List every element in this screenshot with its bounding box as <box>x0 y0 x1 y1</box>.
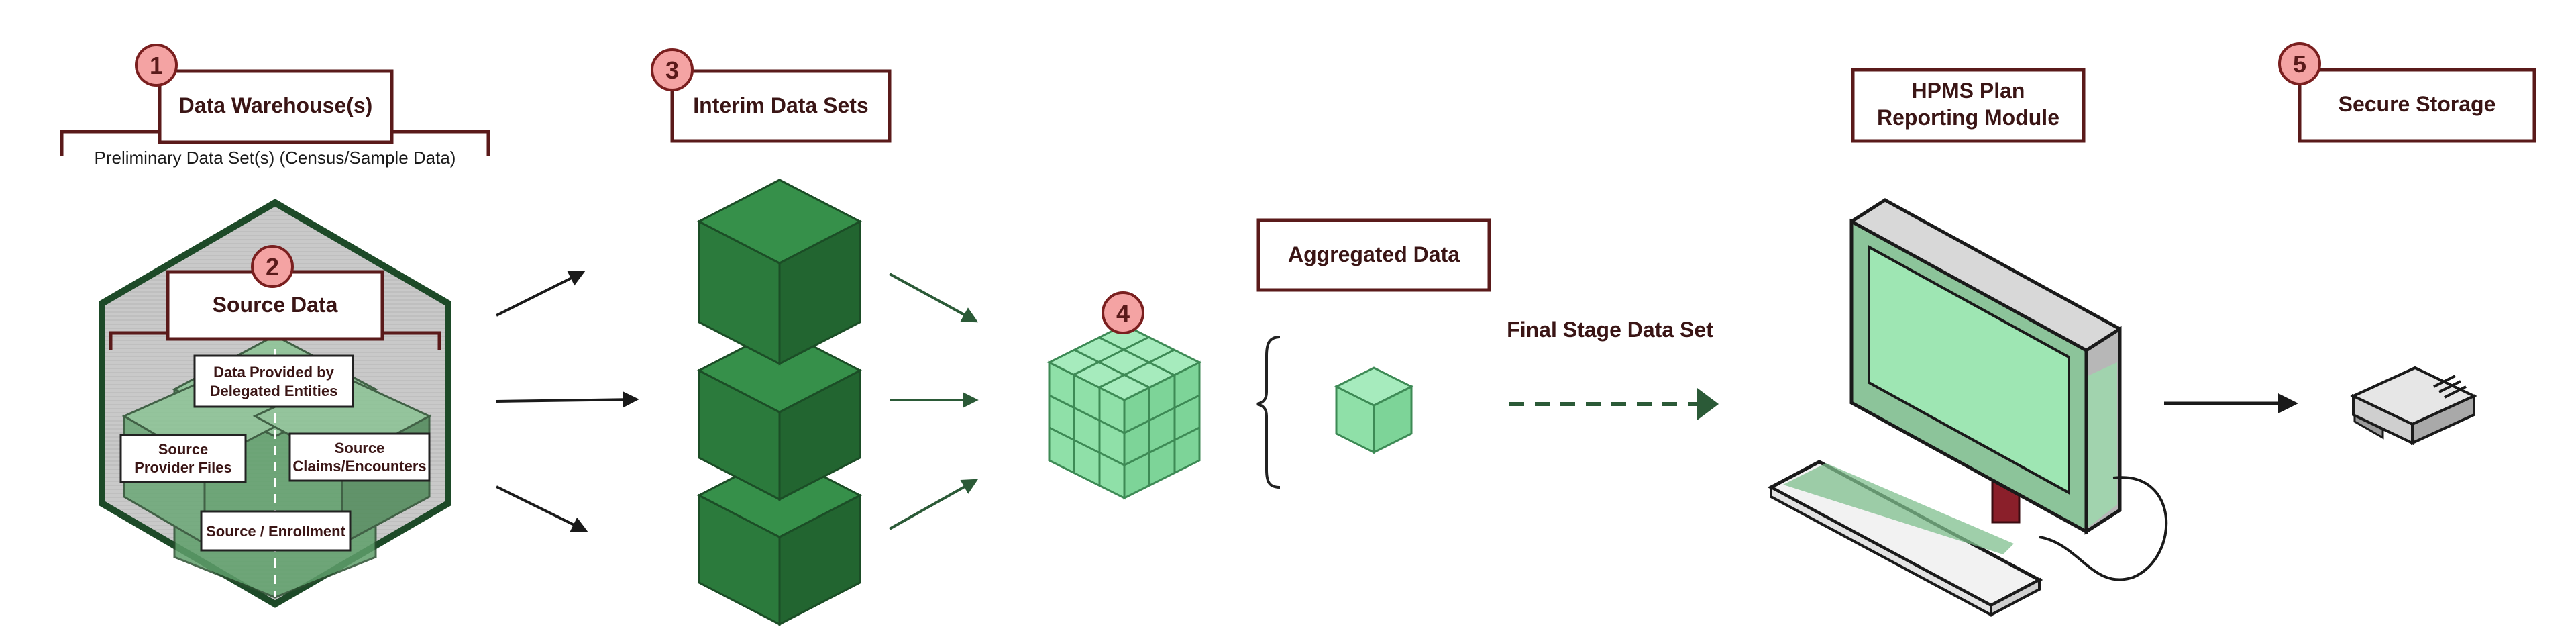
svg-text:Source: Source <box>158 441 209 458</box>
aggregated-label-box <box>1256 218 1491 292</box>
hpms-title-line1: HPMS Plan <box>1912 79 2025 103</box>
arrows-source-to-interim <box>496 271 639 532</box>
step-1-number: 1 <box>150 52 163 79</box>
step-5-secure-storage: Secure Storage 5 <box>2278 42 2536 446</box>
aggregated-small-cube <box>1334 366 1414 454</box>
arrow-up <box>496 271 586 317</box>
step-1-badge: 1 <box>135 44 178 87</box>
step-4-aggregated-cube: 4 <box>1046 291 1202 500</box>
step-2-badge: 2 <box>251 245 294 288</box>
svg-text:Delegated Entities: Delegated Entities <box>210 383 338 399</box>
svg-text:Data Provided by: Data Provided by <box>213 364 334 381</box>
step-1-data-warehouse: Data Warehouse(s) Preliminary Data Set(s… <box>60 44 490 168</box>
interim-cube-top <box>696 179 863 366</box>
warehouse-subtitle: Preliminary Data Set(s) (Census/Sample D… <box>95 148 456 168</box>
keyboard <box>1767 460 2043 618</box>
final-stage-arrow-group: Final Stage Data Set <box>1507 317 1719 420</box>
storage-title: Secure Storage <box>2339 92 2496 116</box>
aggregated-data-group: Aggregated Data <box>1256 218 1491 489</box>
hpms-label-box <box>1851 68 2086 143</box>
step-3-interim-data-sets: Interim Data Sets 3 <box>651 48 892 626</box>
step-3-number: 3 <box>665 56 679 84</box>
storage-label-box <box>2298 68 2536 143</box>
final-stage-arrowhead <box>1697 388 1719 420</box>
step-4-number: 4 <box>1116 299 1130 327</box>
arrow-mid <box>496 391 639 408</box>
step-5-number: 5 <box>2293 50 2306 78</box>
aggregated-title: Aggregated Data <box>1288 242 1460 266</box>
source-item-provider-files: Source Provider Files <box>119 434 247 483</box>
svg-text:Source / Enrollment: Source / Enrollment <box>206 523 345 540</box>
warehouse-label-box <box>158 69 394 144</box>
source-title: Source Data <box>213 293 338 317</box>
source-item-delegated: Data Provided by Delegated Entities <box>193 354 354 408</box>
source-item-enrollment: Source / Enrollment <box>200 510 352 552</box>
step-2-source-data: Source Data 2 Data Provided by Delegated… <box>99 199 451 608</box>
monitor-screen <box>1868 244 2070 495</box>
final-stage-label: Final Stage Data Set <box>1507 317 1713 342</box>
step-4-badge: 4 <box>1102 291 1144 334</box>
svg-text:Claims/Encounters: Claims/Encounters <box>292 458 426 475</box>
warehouse-title: Data Warehouse(s) <box>179 93 373 117</box>
monitor-cable <box>2039 476 2168 581</box>
arrow-agg-up <box>889 273 979 323</box>
usb-drive-icon <box>2350 366 2477 446</box>
interim-title: Interim Data Sets <box>693 93 868 117</box>
step-3-badge: 3 <box>651 48 694 91</box>
hpms-title-line2: Reporting Module <box>1877 105 2059 130</box>
hpms-reporting-module: HPMS Plan Reporting Module <box>1767 68 2168 618</box>
aggregated-brace <box>1256 336 1281 489</box>
arrow-down <box>496 485 588 532</box>
interim-cube-middle <box>696 328 863 501</box>
arrow-agg-down <box>889 479 979 530</box>
source-item-claims: Source Claims/Encounters <box>288 432 431 482</box>
step-5-badge: 5 <box>2278 42 2321 85</box>
step-2-number: 2 <box>266 253 279 281</box>
interim-label-box <box>670 69 892 143</box>
svg-text:Provider Files: Provider Files <box>134 459 232 476</box>
arrows-interim-to-aggregated <box>889 273 979 530</box>
svg-text:Source: Source <box>335 440 385 456</box>
